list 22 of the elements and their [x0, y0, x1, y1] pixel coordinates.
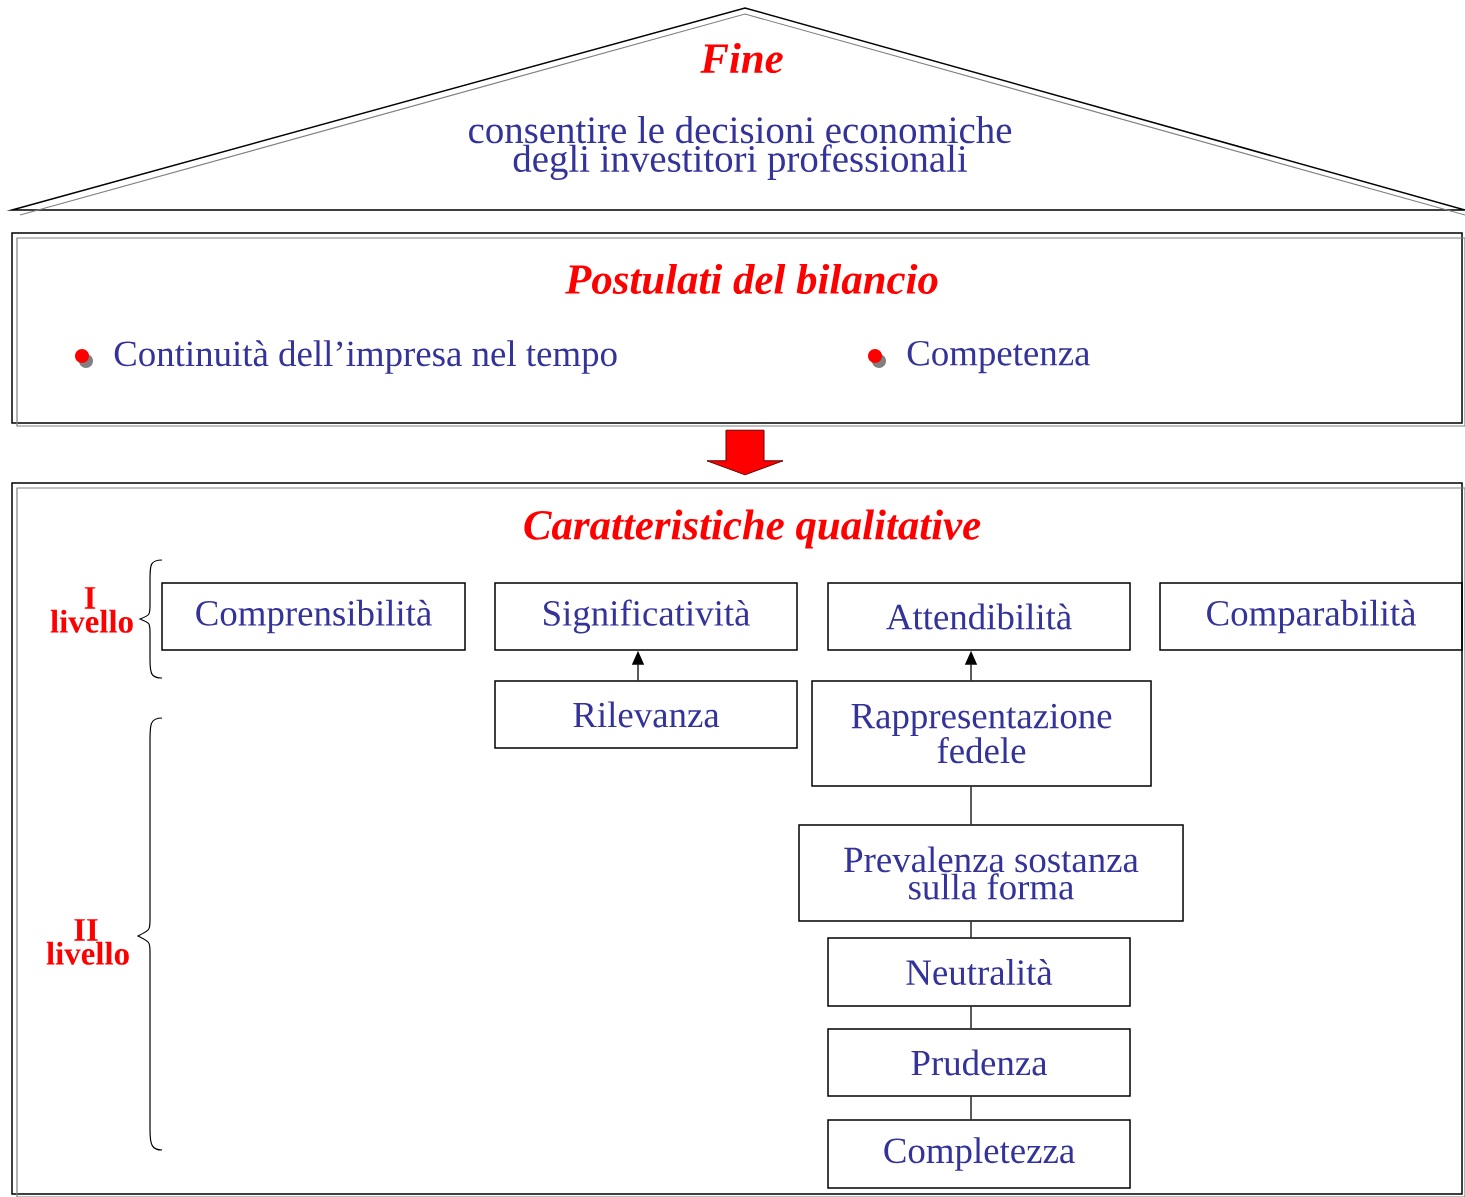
- connector: [970, 921, 972, 938]
- roof-title: Fine: [700, 42, 783, 74]
- text-box: Rilevanza: [494, 680, 798, 749]
- roof-text: consentire le decisioni economiche degli investitori professionali: [469, 115, 1012, 181]
- panel-title: Caratteristiche qualitative: [524, 509, 981, 549]
- text-box: Prudenza: [827, 1028, 1131, 1097]
- bullet-item: Competenza: [868, 340, 1090, 374]
- text-box: Attendibilità: [827, 582, 1131, 651]
- text-box: Comparabilità: [1159, 582, 1463, 651]
- text-box: Neutralità: [827, 937, 1131, 1007]
- text-box: Significatività: [494, 582, 798, 651]
- text-box: Comprensibilità: [161, 582, 466, 651]
- text-box: Prevalenza sostanza sulla forma: [798, 824, 1184, 922]
- level-label: II livello: [46, 919, 129, 965]
- bullet-item: Continuità dell’impresa nel tempo: [75, 340, 617, 374]
- connector: [970, 1006, 972, 1029]
- text-box: Completezza: [827, 1119, 1131, 1189]
- panel-title: Postulati del bilancio: [565, 263, 938, 295]
- block-arrow: [706, 429, 784, 476]
- text-box: Rappresentazione fedele: [811, 680, 1152, 787]
- connector: [970, 1096, 972, 1120]
- connector: [970, 786, 972, 825]
